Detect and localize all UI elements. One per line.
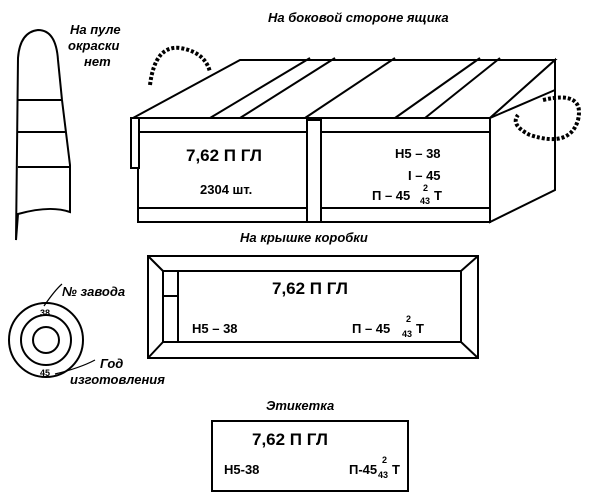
crate-count: 2304 шт. (200, 182, 252, 197)
crate-frac-num: 2 (423, 183, 428, 193)
label-suffix: Т (392, 462, 400, 477)
headstamp-factory: 38 (40, 308, 50, 318)
bullet-caption-1: На пуле (70, 22, 121, 37)
year-caption-2: изготовления (70, 372, 165, 387)
bullet-caption-2: окраски (68, 38, 120, 53)
label-powder: П-45 (349, 462, 377, 477)
lid-caption: На крышке коробки (240, 230, 368, 245)
headstamp-year: 45 (40, 368, 50, 378)
label-frac-num: 2 (382, 455, 387, 465)
lid-lot: Н5 – 38 (192, 321, 238, 336)
crate-powder: П – 45 (372, 188, 410, 203)
label-box (211, 420, 409, 492)
lid-powder: П – 45 (352, 321, 390, 336)
label-caliber: 7,62 П ГЛ (252, 430, 328, 449)
crate-drawing (130, 45, 581, 224)
factory-caption: № завода (62, 284, 125, 299)
lid-box (147, 255, 479, 359)
lid-suffix: Т (416, 321, 424, 336)
crate-caliber: 7,62 П ГЛ (186, 146, 262, 165)
crate-lot2: I – 45 (408, 168, 441, 183)
label-caption: Этикетка (266, 398, 334, 413)
bullet-caption-3: нет (84, 54, 111, 69)
crate-suffix: Т (434, 188, 442, 203)
lid-frac-den: 43 (402, 329, 412, 339)
headstamp-drawing (8, 283, 96, 378)
label-frac-den: 43 (378, 470, 388, 480)
lid-caliber: 7,62 П ГЛ (272, 279, 348, 298)
label-lot: Н5-38 (224, 462, 259, 477)
year-caption-1: Год (100, 356, 123, 371)
crate-frac-den: 43 (420, 196, 430, 206)
lid-frac-num: 2 (406, 314, 411, 324)
side-caption: На боковой стороне ящика (268, 10, 449, 25)
crate-lot1: Н5 – 38 (395, 146, 441, 161)
bullet-drawing (15, 28, 71, 241)
